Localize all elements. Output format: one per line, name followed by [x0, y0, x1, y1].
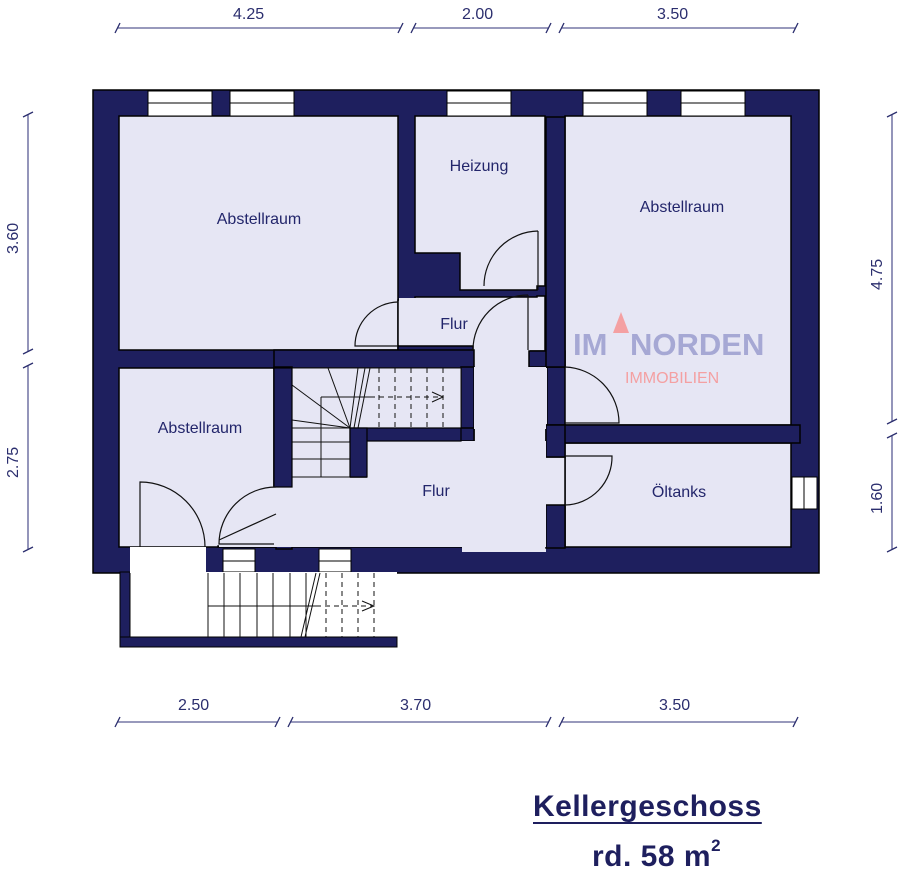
dimension-lines: [27, 27, 893, 723]
room-label-oeltanks: Öltanks: [652, 483, 706, 501]
dim-top-3: 3.50: [657, 6, 688, 23]
door-abstellraum-top-left: [354, 301, 399, 347]
room-heizung: [414, 115, 546, 291]
watermark-subtitle: IMMOBILIEN: [625, 370, 719, 387]
watermark-brand-right: NORDEN: [630, 327, 764, 362]
inner-staircase: [291, 367, 462, 478]
door-flur-west: [218, 486, 277, 545]
door-heizung: [483, 230, 539, 290]
dim-bottom-2: 3.70: [400, 697, 431, 714]
flur-fill-6: [219, 487, 347, 547]
room-label-abstellraum-bottom-left: Abstellraum: [158, 420, 242, 437]
room-label-flur-main: Flur: [422, 483, 450, 500]
dim-bottom-1: 2.50: [178, 697, 209, 714]
dim-top-2: 2.00: [462, 6, 493, 23]
dim-left-1: 3.60: [5, 223, 22, 254]
door-abstellraum-top-right: [564, 366, 620, 424]
watermark-brand-left: IM: [573, 327, 607, 362]
room-abstellraum-top-left: [118, 115, 399, 351]
floor-area-value: rd. 58 m: [592, 840, 712, 873]
flur-fill-3: [367, 441, 546, 547]
triangle-roof-icon: [613, 312, 629, 333]
room-oeltanks: [564, 442, 792, 548]
door-flur-upper: [472, 294, 529, 351]
door-oeltanks: [564, 455, 613, 506]
dim-bottom-3: 3.50: [659, 697, 690, 714]
rooms: [118, 115, 792, 548]
floor-title: Kellergeschoss: [533, 790, 762, 823]
floor-area: rd. 58 m2: [592, 836, 721, 874]
door-swings: [139, 230, 620, 548]
dim-right-2: 1.60: [869, 483, 886, 514]
room-label-abstellraum-top-left: Abstellraum: [217, 211, 301, 228]
stair-wall-left: [273, 367, 293, 488]
room-label-flur-upper: Flur: [440, 316, 468, 333]
dim-left-2: 2.75: [5, 447, 22, 478]
floor-area-unit: 2: [711, 836, 722, 855]
room-label-heizung: Heizung: [450, 158, 509, 175]
dim-right-1: 4.75: [869, 259, 886, 290]
dimension-ticks: [22, 22, 898, 728]
dim-top-1: 4.25: [233, 6, 264, 23]
inner-walls: [273, 116, 801, 550]
door-abstellraum-exterior: [139, 481, 206, 548]
stair-wall-corner: [349, 427, 368, 478]
room-label-abstellraum-top-right: Abstellraum: [640, 199, 724, 216]
watermark: IM NORDEN IMMOBILIEN: [573, 312, 764, 387]
flur-fill-5: [529, 367, 546, 425]
exterior-staircase: [119, 547, 398, 648]
room-abstellraum-top-right: [564, 115, 792, 426]
windows: [147, 90, 818, 573]
